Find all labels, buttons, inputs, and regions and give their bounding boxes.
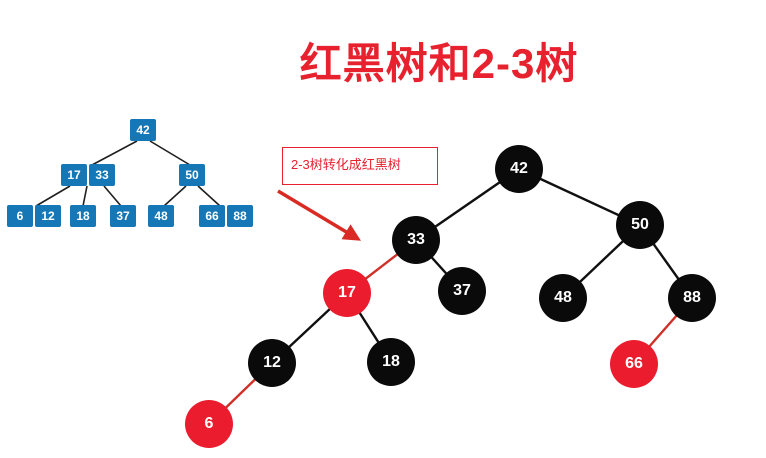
t23-edge xyxy=(197,185,221,207)
t23-node-17-33: 17 33 xyxy=(61,164,115,186)
t23-edge xyxy=(82,185,88,207)
rb-node-label: 12 xyxy=(263,354,281,371)
t23-node-18: 18 xyxy=(70,205,96,227)
rb-node-label: 17 xyxy=(338,284,356,301)
rb-node-label: 42 xyxy=(510,160,528,177)
rb-node-label: 66 xyxy=(625,355,643,372)
t23-node-48: 48 xyxy=(148,205,174,227)
t23-edge xyxy=(91,140,138,166)
t23-edge xyxy=(163,185,187,207)
rb-node-label: 88 xyxy=(683,289,701,306)
t23-key: 50 xyxy=(179,164,205,186)
t23-key: 33 xyxy=(89,164,115,186)
t23-key: 12 xyxy=(35,205,61,227)
rb-node-label: 6 xyxy=(204,415,214,432)
rb-node-50: 50 xyxy=(616,201,664,249)
rb-node-18: 18 xyxy=(367,338,415,386)
rb-node-label: 50 xyxy=(631,216,649,233)
t23-key: 37 xyxy=(110,205,136,227)
t23-node-37: 37 xyxy=(110,205,136,227)
t23-node-66-88: 66 88 xyxy=(199,205,253,227)
t23-edge xyxy=(149,140,191,166)
rb-node-6: 6 xyxy=(185,400,233,448)
annotation-box: 2-3树转化成红黑树 xyxy=(282,147,438,185)
rb-node-37: 37 xyxy=(438,267,486,315)
t23-key: 17 xyxy=(61,164,87,186)
annotation-label: 2-3树转化成红黑树 xyxy=(291,157,401,172)
rb-node-33: 33 xyxy=(392,216,440,264)
rb-node-label: 33 xyxy=(407,231,425,248)
page-title: 红黑树和2-3树 xyxy=(299,40,579,87)
t23-node-6-12: 6 12 xyxy=(7,205,61,227)
t23-key: 18 xyxy=(70,205,96,227)
rb-node-42: 42 xyxy=(495,145,543,193)
rb-node-label: 37 xyxy=(453,282,471,299)
t23-key: 6 xyxy=(7,205,33,227)
rb-node-17: 17 xyxy=(323,269,371,317)
rb-node-label: 18 xyxy=(382,353,400,370)
t23-key: 42 xyxy=(130,119,156,141)
t23-node-42: 42 xyxy=(130,119,156,141)
annotation-arrow xyxy=(277,189,362,241)
rb-node-88: 88 xyxy=(668,274,716,322)
t23-node-50: 50 xyxy=(179,164,205,186)
rb-node-48: 48 xyxy=(539,274,587,322)
rb-node-66: 66 xyxy=(610,340,658,388)
t23-edge xyxy=(103,185,122,207)
t23-key: 66 xyxy=(199,205,225,227)
rb-node-label: 48 xyxy=(554,289,572,306)
t23-key: 48 xyxy=(148,205,174,227)
rb-node-12: 12 xyxy=(248,339,296,387)
t23-edge xyxy=(35,185,71,207)
t23-key: 88 xyxy=(227,205,253,227)
